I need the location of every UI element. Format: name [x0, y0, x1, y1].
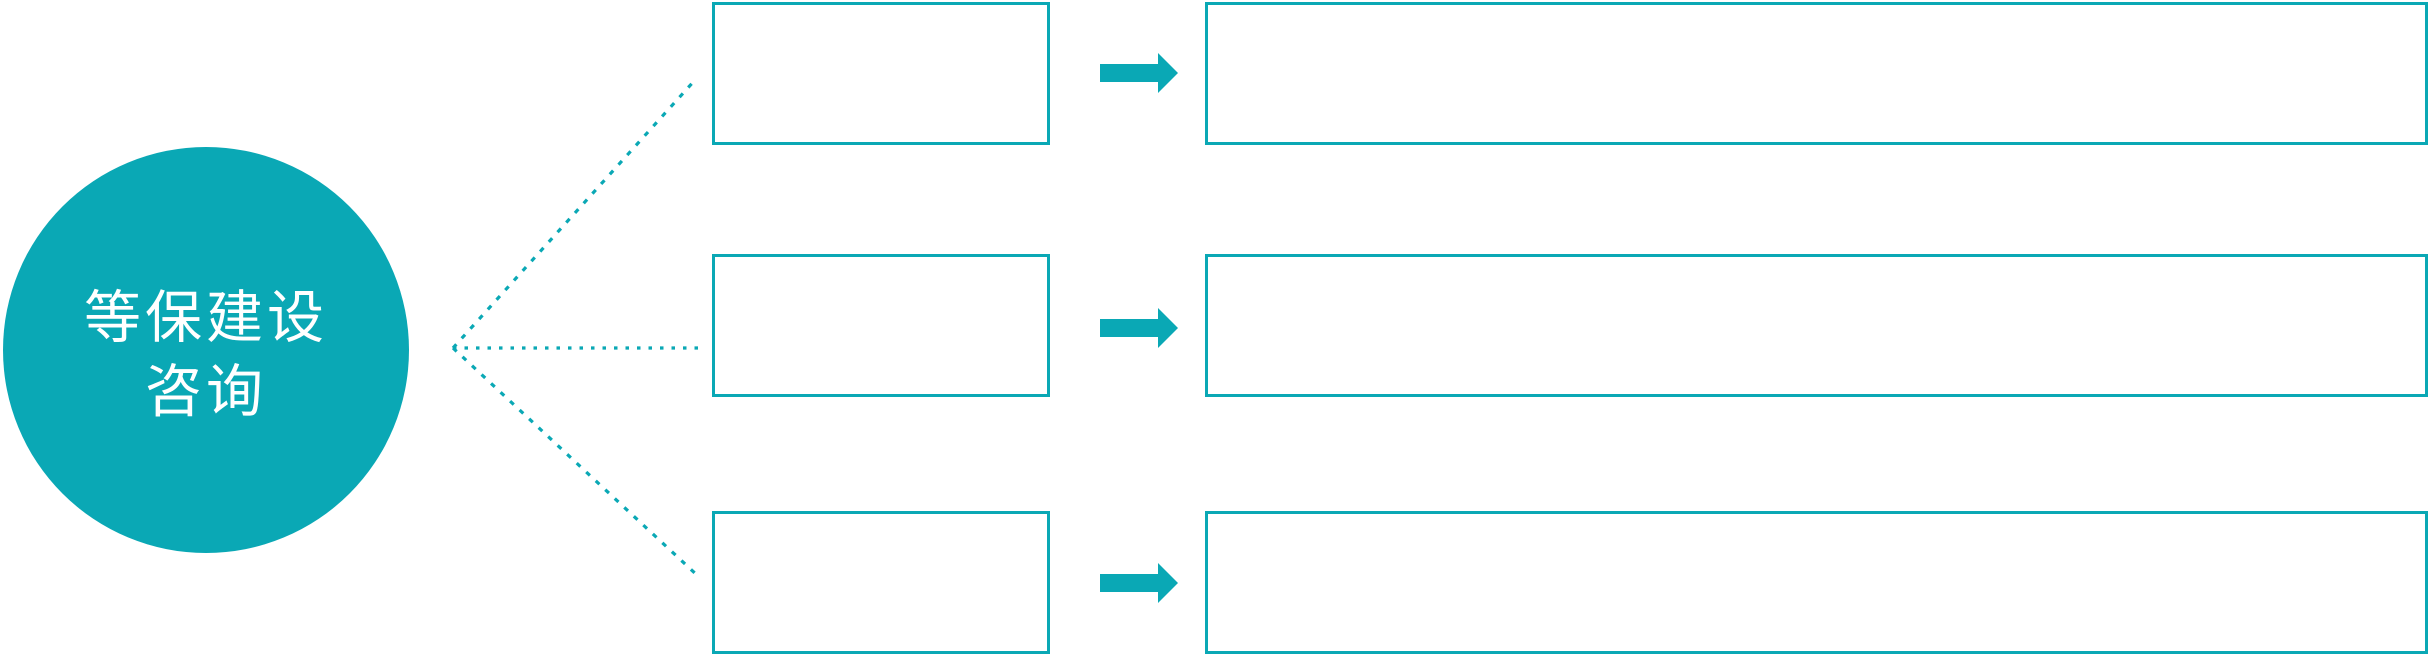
small-box-2-label — [715, 257, 1047, 394]
small-box-2 — [712, 254, 1050, 397]
small-box-3 — [712, 511, 1050, 654]
big-box-1 — [1205, 2, 2428, 145]
dotted-connector-top-icon — [451, 78, 697, 350]
root-node-label-line2: 咨询 — [145, 359, 267, 425]
arrow-right-icon — [1100, 563, 1178, 603]
arrow-right-icon — [1100, 308, 1178, 348]
big-box-3 — [1205, 511, 2428, 654]
big-box-2-label — [1208, 257, 2425, 394]
arrow-right-icon — [1100, 53, 1178, 93]
small-box-1-label — [715, 5, 1047, 142]
root-node-label-line1: 等保建设 — [84, 285, 328, 351]
small-box-3-label — [715, 514, 1047, 651]
big-box-2 — [1205, 254, 2428, 397]
root-node-circle: 等保建设 咨询 — [3, 147, 409, 553]
small-box-1 — [712, 2, 1050, 145]
dotted-connector-bottom-icon — [451, 346, 700, 578]
root-node-label: 等保建设 咨询 — [84, 271, 328, 429]
big-box-1-label — [1208, 5, 2425, 142]
big-box-3-label — [1208, 514, 2425, 651]
